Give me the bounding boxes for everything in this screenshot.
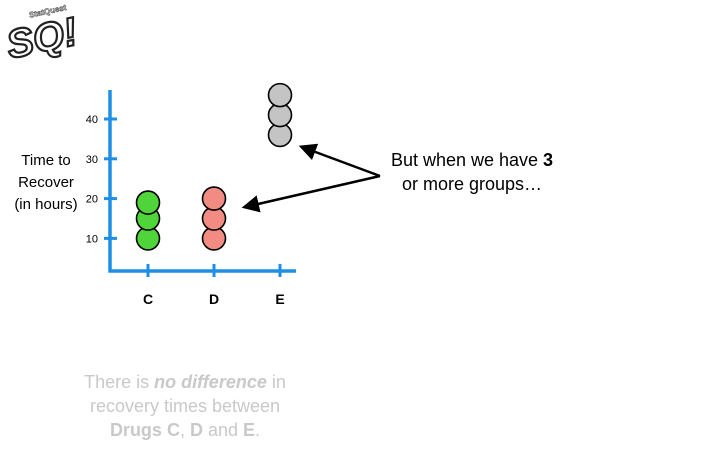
bottom-note-emphasis: no difference [154,372,267,392]
y-tick-label-40: 40 [86,114,98,126]
bottom-note-prefix: There is [84,372,155,392]
callout-line-1: But when we have 3 [372,148,572,172]
y-tick-label-10: 10 [86,233,98,245]
bottom-note: There is no difference in recovery times… [40,370,330,442]
y-tick-label-30: 30 [86,154,98,166]
bottom-note-drug-c: Drugs C [109,420,180,440]
bottom-note-line-3: Drugs C, D and E. [40,418,330,442]
bottom-note-drug-e: E [243,420,256,440]
statquest-logo: SQ! StatQuest [1,3,80,69]
bottom-note-comma: , [179,420,190,440]
x-tick-label-D: D [209,291,219,307]
y-axis-label: Time to Recover (in hours) [6,150,86,216]
callout-text: But when we have 3 or more groups… [372,148,572,196]
x-tick-label-C: C [143,291,153,307]
x-tick-label-E: E [275,291,284,307]
point-C-3 [135,190,161,215]
bottom-note-line-1: There is no difference in [40,370,330,394]
y-axis-label-line-1: Time to [21,152,71,169]
bottom-note-suffix: in [266,372,286,392]
bottom-note-period: . [255,420,261,440]
callout-line-2: or more groups… [401,174,543,194]
bottom-note-drug-d: D [189,420,203,440]
point-E-3 [267,82,293,108]
callout-line-1-number: 3 [543,150,554,170]
y-tick-label-20: 20 [86,194,98,206]
arrow-to-d [241,174,381,213]
bottom-note-and: and [202,420,244,440]
arrow-to-e [298,143,381,178]
bottom-note-line-2: recovery times between [89,396,281,416]
callout-line-1-prefix: But when we have [390,150,544,170]
point-D-3 [201,186,227,211]
y-axis-label-line-2: Recover [18,174,74,191]
y-axis-label-line-3: (in hours) [14,196,78,213]
